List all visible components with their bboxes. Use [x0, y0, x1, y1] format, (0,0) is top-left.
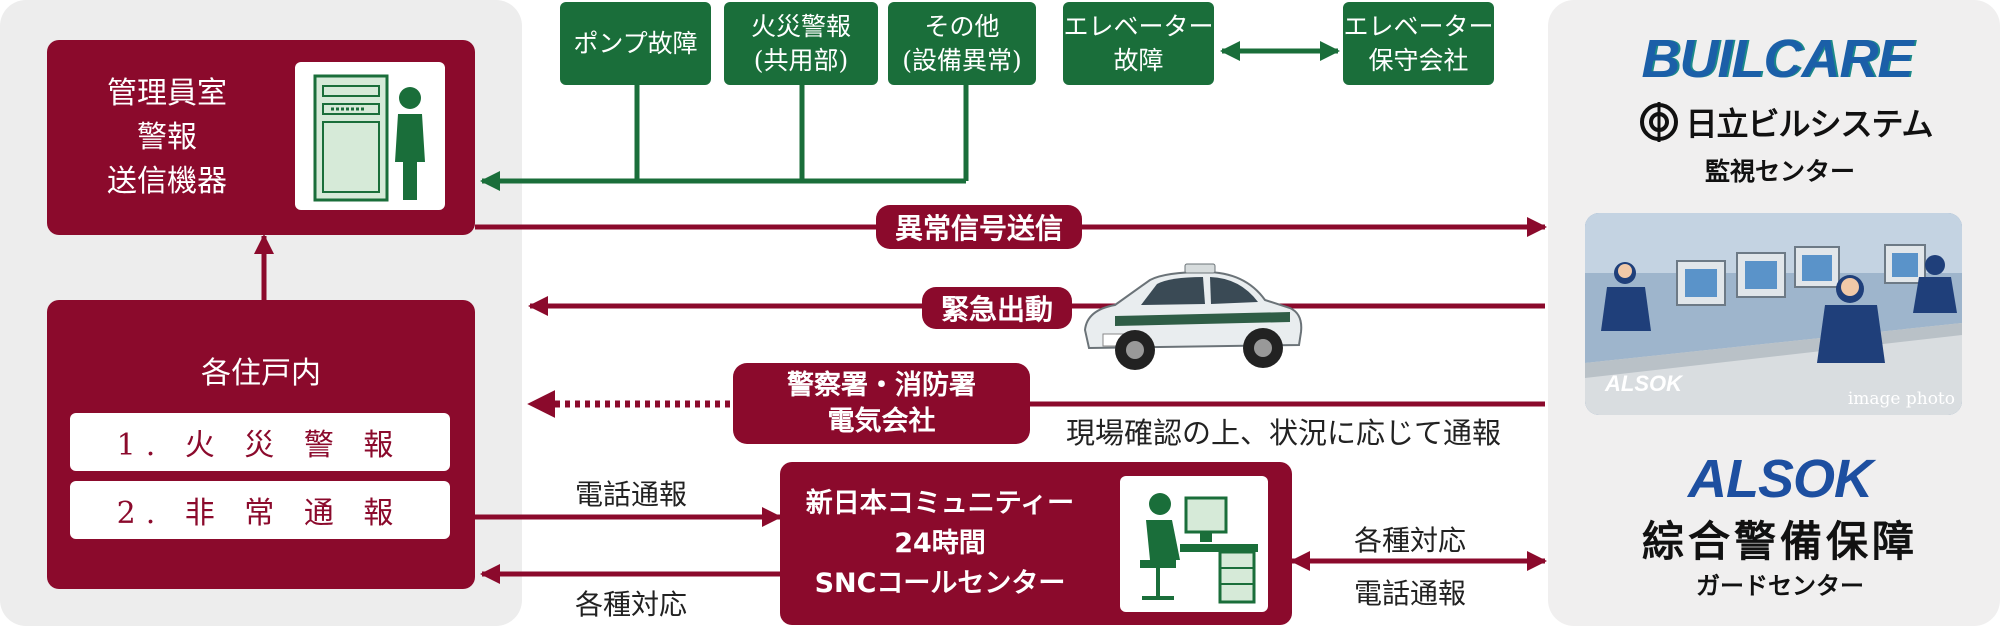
- call-center-label: 新日本コミュニティー 24時間 SNCコールセンター: [780, 462, 1100, 625]
- right-phone-report-label: 電話通報: [1354, 577, 1467, 610]
- photo-caption: image photo: [1847, 389, 1955, 409]
- right-various-response-label: 各種対応: [1354, 524, 1467, 557]
- elevator-company-line-1: エレベーター: [1343, 11, 1494, 41]
- alarm-line-2: 警報: [137, 119, 197, 155]
- alarm-transmitter-box: 管理員室 警報 送信機器: [47, 40, 475, 235]
- panel-person-icon: [313, 74, 425, 202]
- police-fire-electric-box: 警察署・消防署 電気会社: [733, 363, 1030, 444]
- alarm-device-illustration: [295, 62, 445, 210]
- elevator-failure-box: エレベーター 故障: [1063, 2, 1214, 85]
- fire-common-line-2: (共用部): [753, 45, 849, 75]
- fire-common-line-1: 火災警報: [750, 11, 851, 41]
- hitachi-logo-text: 日立ビルシステム: [1685, 105, 1933, 143]
- operator-illustration: [1120, 476, 1268, 612]
- call-center-box: 新日本コミュニティー 24時間 SNCコールセンター: [780, 462, 1292, 625]
- various-response-label: 各種対応: [575, 588, 688, 621]
- alsok-logo: ALSOK: [1688, 449, 1873, 509]
- monitoring-center-photo: ALSOK image photo: [1585, 213, 1962, 415]
- signal-transmission-label: 異常信号送信: [876, 205, 1082, 249]
- hitachi-mark-icon: [1640, 102, 1679, 142]
- other-line-1: その他: [924, 11, 1000, 41]
- alsok-company-name: 綜合警備保障: [1641, 517, 1918, 566]
- emergency-call-item: 2. 非 常 通 報: [70, 481, 450, 539]
- police-line-2: 電気会社: [827, 405, 936, 437]
- car-icon: [1083, 263, 1303, 370]
- alarm-line-3: 送信機器: [107, 163, 227, 199]
- alarm-transmitter-label: 管理員室 警報 送信機器: [47, 40, 287, 235]
- call-center-line-2: 24時間: [894, 527, 986, 559]
- pump-failure-label: ポンプ故障: [573, 28, 698, 58]
- pump-failure-box: ポンプ故障: [560, 2, 711, 85]
- buil-care-logo: BUILCARE: [1641, 29, 1914, 89]
- call-center-line-3: SNCコールセンター: [814, 567, 1066, 599]
- elevator-failure-line-2: 故障: [1113, 45, 1164, 75]
- police-line-1: 警察署・消防署: [787, 369, 976, 401]
- guard-center-label: ガードセンター: [1696, 572, 1864, 600]
- operator-at-desk-icon: [1140, 493, 1258, 604]
- fire-alarm-common-box: 火災警報 (共用部): [724, 2, 878, 85]
- emergency-dispatch-label: 緊急出動: [922, 287, 1072, 329]
- hitachi-logo: 日立ビルシステム: [1636, 98, 1936, 146]
- photo-alsok-logo: ALSOK: [1605, 371, 1682, 396]
- call-center-line-1: 新日本コミュニティー: [805, 487, 1075, 519]
- other-line-2: (設備異常): [902, 45, 1022, 75]
- phone-report-label: 電話通報: [575, 478, 688, 511]
- alarm-line-1: 管理員室: [107, 75, 227, 111]
- elevator-maintenance-box: エレベーター 保守会社: [1343, 2, 1494, 85]
- elevator-company-line-2: 保守会社: [1368, 45, 1469, 75]
- elevator-failure-line-1: エレベーター: [1063, 11, 1214, 41]
- residences-box: 各住戸内 1. 火 災 警 報 2. 非 常 通 報: [47, 300, 475, 589]
- control-room-image: [1585, 213, 1962, 415]
- residences-title: 各住戸内: [201, 356, 321, 391]
- monitor-center-label: 監視センター: [1704, 157, 1855, 186]
- other-equipment-box: その他 (設備異常): [888, 2, 1036, 85]
- patrol-car-illustration: [1075, 250, 1305, 375]
- onsite-confirmation-note: 現場確認の上、状況に応じて通報: [1066, 416, 1502, 450]
- fire-alarm-item: 1. 火 災 警 報: [70, 413, 450, 471]
